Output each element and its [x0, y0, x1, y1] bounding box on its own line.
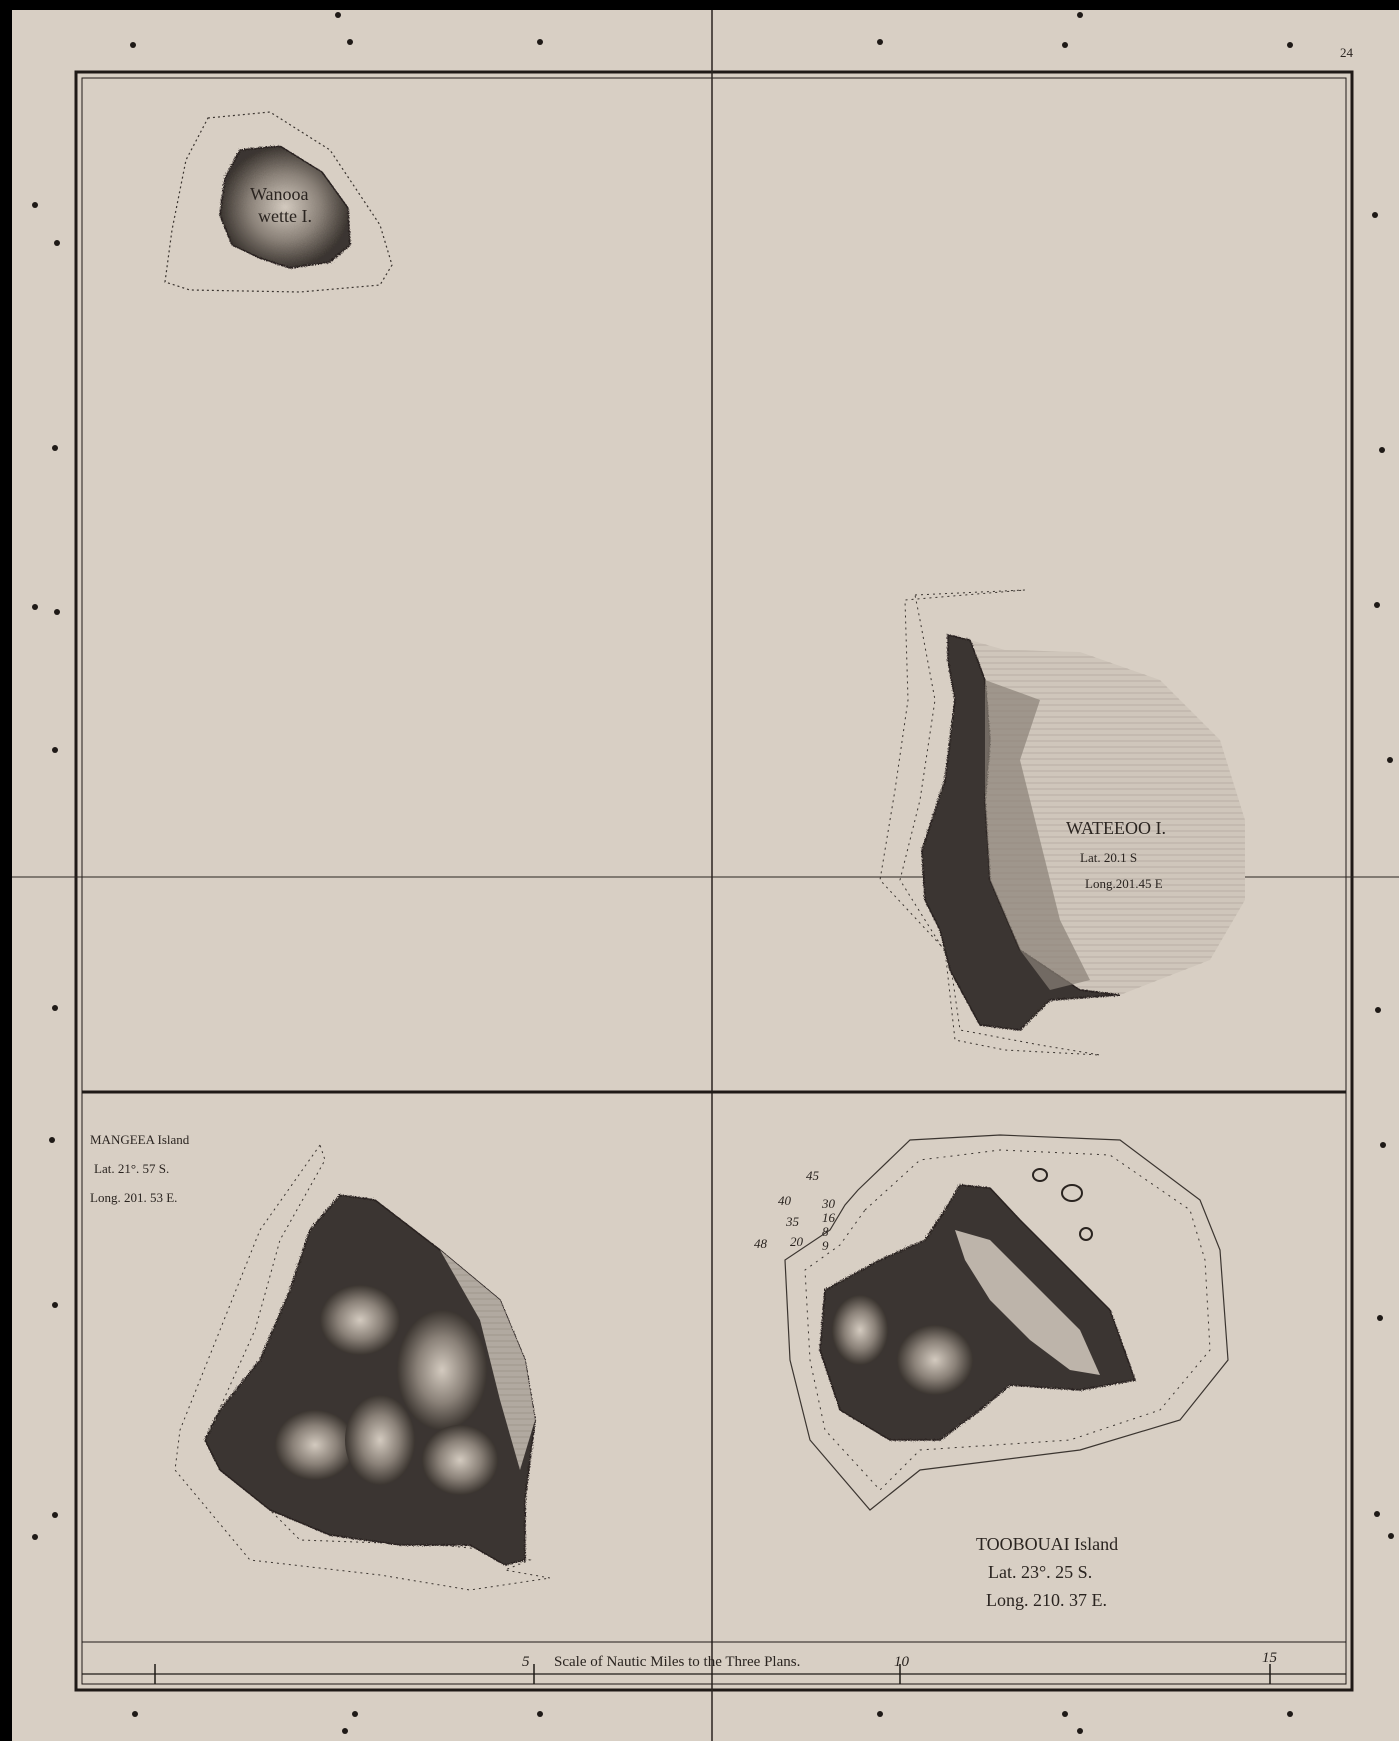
binding-dot	[52, 445, 58, 451]
sounding: 45	[806, 1168, 820, 1183]
binding-dot	[1379, 447, 1385, 453]
soundings: 45 40 30 35 16 8 48 20 9	[754, 1168, 836, 1253]
binding-dot	[32, 604, 38, 610]
toobouai-lat: Lat. 23°. 25 S.	[988, 1562, 1092, 1582]
toobouai-name: TOOBOUAI Island	[976, 1534, 1118, 1554]
binding-dot	[537, 39, 543, 45]
binding-dots	[32, 12, 1394, 1734]
binding-dot	[1375, 1007, 1381, 1013]
sounding: 16	[822, 1210, 836, 1225]
wanooa-label-2: wette I.	[258, 206, 312, 226]
binding-dot	[1077, 1728, 1083, 1734]
binding-dot	[877, 39, 883, 45]
binding-dot	[130, 42, 136, 48]
binding-dot	[52, 1512, 58, 1518]
binding-dot	[32, 1534, 38, 1540]
wateeoo-lat: Lat. 20.1 S	[1080, 850, 1137, 865]
toobouai-island: 45 40 30 35 16 8 48 20 9 TOOBOUAI Island…	[754, 1134, 1229, 1610]
mangeea-name: MANGEEA Island	[90, 1132, 190, 1147]
binding-dot	[537, 1711, 543, 1717]
binding-dot	[1387, 757, 1393, 763]
binding-dot	[54, 240, 60, 246]
binding-dot	[1372, 212, 1378, 218]
sounding: 8	[822, 1224, 829, 1239]
sounding: 48	[754, 1236, 768, 1251]
sounding: 9	[822, 1238, 829, 1253]
scale-tick-15: 15	[1262, 1650, 1278, 1666]
sounding: 40	[778, 1193, 792, 1208]
binding-dot	[1077, 12, 1083, 18]
sounding: 35	[785, 1214, 800, 1229]
binding-dot	[1388, 1533, 1394, 1539]
binding-dot	[1374, 1511, 1380, 1517]
plate-number: 24	[1340, 45, 1354, 60]
plate-frame	[12, 10, 1399, 1741]
binding-dot	[52, 747, 58, 753]
toobouai-long: Long. 210. 37 E.	[986, 1590, 1107, 1610]
binding-dot	[52, 1005, 58, 1011]
scale-title: Scale of Nautic Miles to the Three Plans…	[554, 1654, 800, 1670]
mangeea-lat: Lat. 21°. 57 S.	[94, 1161, 169, 1176]
binding-dot	[1062, 42, 1068, 48]
wateeoo-name: WATEEOO I.	[1066, 818, 1166, 838]
scale-tick-10: 10	[894, 1654, 910, 1670]
wateeoo-island: WATEEOO I. Lat. 20.1 S Long.201.45 E	[879, 589, 1245, 1056]
binding-dot	[52, 1302, 58, 1308]
mangeea-island: MANGEEA Island Lat. 21°. 57 S. Long. 201…	[90, 1132, 551, 1591]
binding-dot	[347, 39, 353, 45]
binding-dot	[352, 1711, 358, 1717]
binding-dot	[32, 202, 38, 208]
sounding: 20	[790, 1234, 804, 1249]
binding-dot	[1377, 1315, 1383, 1321]
binding-dot	[1380, 1142, 1386, 1148]
scale-tick-5: 5	[522, 1654, 530, 1670]
binding-dot	[1287, 1711, 1293, 1717]
binding-dot	[1287, 42, 1293, 48]
mangeea-long: Long. 201. 53 E.	[90, 1190, 177, 1205]
sounding: 30	[821, 1196, 836, 1211]
wanooa-island: Wanooa wette I.	[164, 111, 393, 293]
wanooa-label-1: Wanooa	[250, 184, 309, 204]
binding-dot	[335, 12, 341, 18]
binding-dot	[342, 1728, 348, 1734]
binding-dot	[877, 1711, 883, 1717]
wateeoo-long: Long.201.45 E	[1085, 876, 1163, 891]
binding-dot	[54, 609, 60, 615]
binding-dot	[132, 1711, 138, 1717]
binding-dot	[1062, 1711, 1068, 1717]
binding-dot	[49, 1137, 55, 1143]
scale-bar: 5 Scale of Nautic Miles to the Three Pla…	[82, 1650, 1346, 1684]
binding-dot	[1374, 602, 1380, 608]
